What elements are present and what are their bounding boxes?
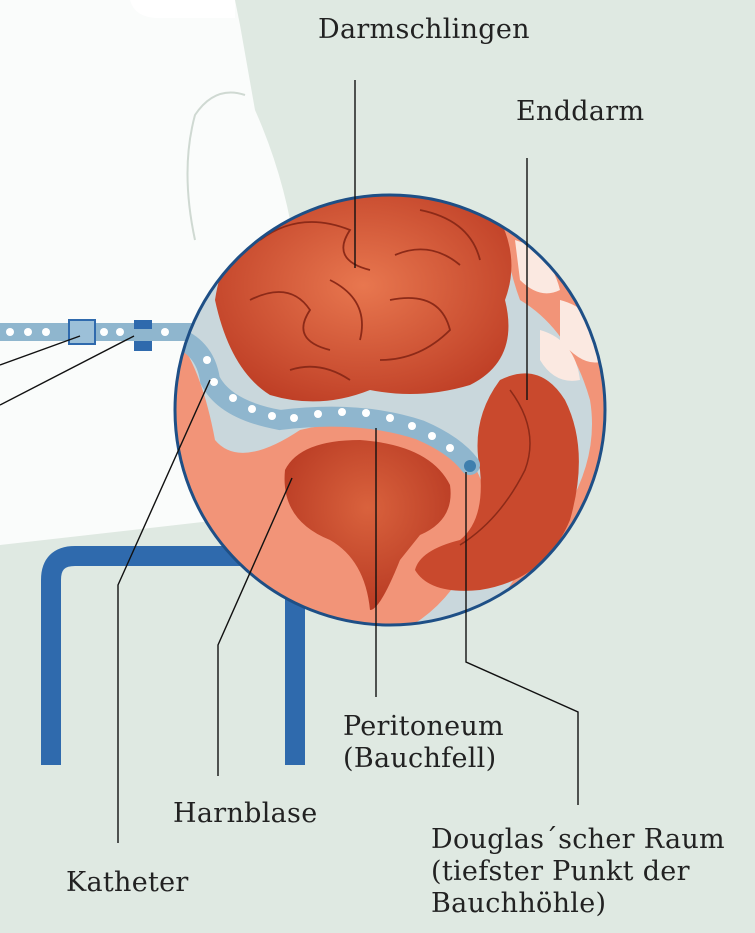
- label-douglas-line3: Bauchhöhle): [431, 888, 725, 920]
- catheter-clamp: [134, 320, 152, 329]
- label-peritoneum-line1: Peritoneum: [343, 711, 504, 743]
- label-douglas: Douglas´scher Raum (tiefster Punkt der B…: [431, 824, 725, 920]
- label-enddarm: Enddarm: [516, 96, 644, 128]
- label-harnblase: Harnblase: [173, 798, 318, 830]
- label-peritoneum-line2: (Bauchfell): [343, 743, 504, 775]
- label-douglas-line2: (tiefster Punkt der: [431, 856, 725, 888]
- label-katheter: Katheter: [66, 867, 189, 899]
- catheter-connector: [69, 320, 95, 344]
- chair: [51, 556, 300, 765]
- label-douglas-line1: Douglas´scher Raum: [431, 824, 725, 856]
- label-darmschlingen: Darmschlingen: [318, 14, 530, 46]
- label-peritoneum: Peritoneum (Bauchfell): [343, 711, 504, 775]
